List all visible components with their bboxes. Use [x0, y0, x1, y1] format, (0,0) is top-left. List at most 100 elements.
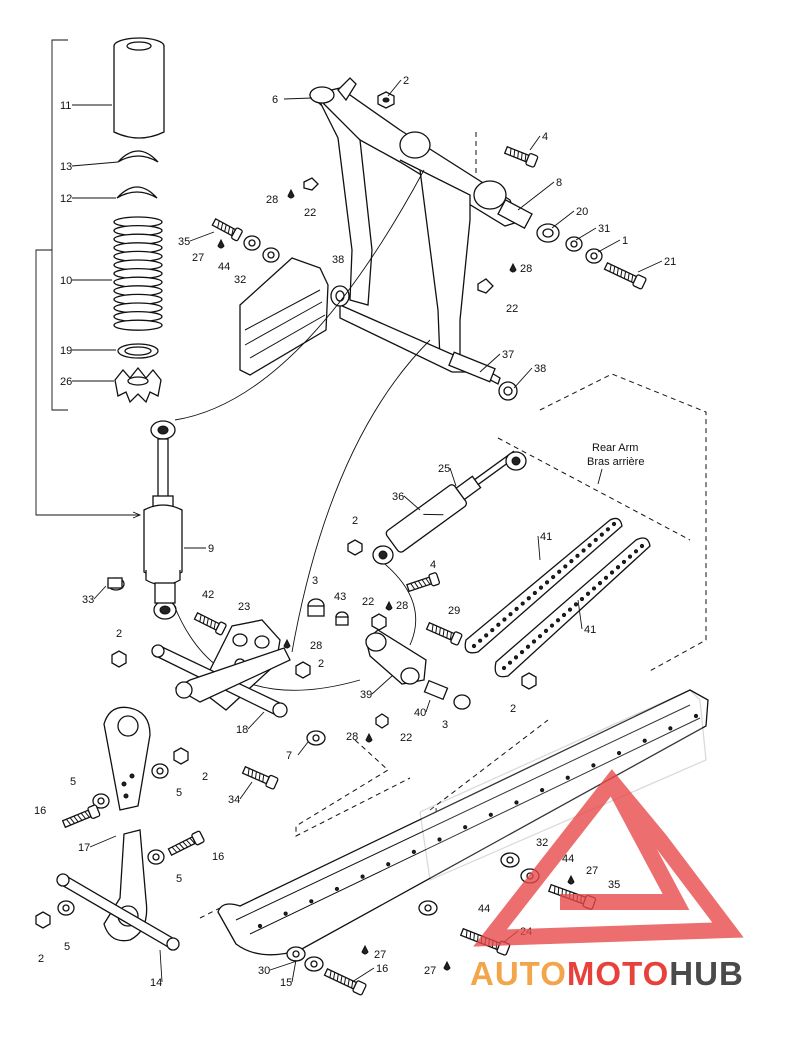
callout-c34: 34: [228, 794, 240, 806]
callout-c41b: 41: [584, 624, 596, 636]
callout-c44a: 44: [218, 261, 230, 273]
slide-rail: [217, 689, 709, 956]
callout-c13: 13: [60, 161, 72, 173]
spring-retainer-12: [116, 186, 158, 199]
callout-c22c: 22: [362, 596, 374, 608]
callout-c2g: 2: [38, 953, 44, 965]
callout-c38b: 38: [534, 363, 546, 375]
nut-2-idler-a: [173, 747, 189, 765]
rear-arm-caption-fr: Bras arrière: [587, 456, 644, 468]
callout-c22b: 22: [506, 303, 518, 315]
leader-c41b: [577, 599, 583, 630]
nut-2-lower-left: [111, 650, 127, 668]
washer-32b: [500, 852, 520, 868]
callout-c5a: 5: [70, 776, 76, 788]
bolt-16a: [61, 804, 101, 829]
callout-c5b: 5: [176, 787, 182, 799]
loctite-27a: [217, 238, 225, 249]
washer-30: [304, 956, 324, 972]
callout-c29: 29: [448, 605, 460, 617]
loctite-28c: [385, 600, 393, 611]
washer-7: [306, 730, 326, 746]
callout-c27a: 27: [192, 252, 204, 264]
bolt-42: [193, 611, 227, 636]
leader-c14: [159, 949, 163, 983]
shock-arrow: [132, 511, 142, 519]
nut-2-top: [377, 91, 395, 109]
callout-c28e: 28: [346, 731, 358, 743]
loctite-28d: [283, 638, 291, 649]
callout-c20: 20: [576, 206, 588, 218]
bushing-38b: [498, 381, 518, 401]
link-plate-41-upper: [464, 517, 623, 654]
washer-1: [585, 248, 603, 264]
grease-fitting-22d: [365, 713, 389, 743]
callout-c17: 17: [78, 842, 90, 854]
callout-c2f: 2: [202, 771, 208, 783]
callout-c25: 25: [438, 463, 450, 475]
leader-c30: [269, 959, 301, 971]
bolt-21: [603, 261, 647, 290]
callout-c16b: 16: [212, 851, 224, 863]
leader-c8: [517, 181, 555, 211]
watermark-logo: [473, 769, 744, 947]
leader-c18: [247, 711, 265, 730]
leader-c16c: [351, 967, 375, 983]
nut-2-shock: [347, 539, 363, 556]
leader-c34: [239, 781, 253, 800]
bushing-3a: [307, 598, 325, 617]
caption-leader: [597, 468, 603, 485]
loctite-27c: [443, 960, 451, 971]
leader-c1: [597, 239, 621, 253]
washer-5a: [92, 793, 110, 809]
washer-44c: [418, 900, 438, 916]
pivot-arm-39: [365, 629, 427, 685]
coil-spring: [113, 216, 163, 331]
callout-c27b: 27: [586, 865, 598, 877]
callout-c8: 8: [556, 177, 562, 189]
dash-b: [539, 373, 707, 673]
callout-c10: 10: [60, 275, 72, 287]
leader-c4a: [529, 135, 541, 151]
bolt-16b: [167, 830, 205, 857]
curve-leader-c: [379, 559, 417, 646]
spring-cover-sleeve: [113, 37, 165, 139]
leader-c7: [297, 741, 309, 756]
callout-c37: 37: [502, 349, 514, 361]
curve-leader-a: [174, 169, 425, 421]
callout-c16c: 16: [376, 963, 388, 975]
callout-c6: 6: [272, 94, 278, 106]
loctite-27d: [361, 944, 369, 955]
bushing-3b: [453, 694, 471, 710]
leader-c36: [403, 495, 421, 511]
rear-shock-absorber: [372, 450, 527, 565]
callout-c2a: 2: [116, 628, 122, 640]
callout-c7: 7: [286, 750, 292, 762]
spring-group-bracket: [51, 39, 68, 411]
axle-37: [448, 351, 496, 383]
rear-arm-caption-en: Rear Arm: [592, 442, 638, 454]
idler-axle-14: [56, 873, 180, 951]
callout-c2e: 2: [510, 703, 516, 715]
callout-c12: 12: [60, 193, 72, 205]
leader-c17: [89, 835, 117, 848]
callout-c18: 18: [236, 724, 248, 736]
front-arm-frame: [308, 77, 533, 385]
leader-c25: [449, 467, 457, 487]
leader-c2b: [387, 79, 402, 97]
callout-c30: 30: [258, 965, 270, 977]
dash-e: [429, 719, 549, 811]
washer-5b: [151, 763, 169, 779]
callout-labels: 1113121019269332624820311212822352744323…: [34, 75, 676, 989]
washer-44a: [243, 235, 261, 251]
callout-c2d: 2: [318, 658, 324, 670]
callout-c27d: 27: [374, 949, 386, 961]
bolt-35-top: [211, 218, 243, 242]
bushing-38a: [330, 285, 350, 307]
nut-2-idler-b: [35, 911, 51, 929]
adjuster-cam: [114, 366, 162, 404]
leader-c13: [71, 161, 119, 167]
callout-c3a: 3: [312, 575, 318, 587]
spring-seat-ring: [117, 343, 159, 359]
spring-to-shock-leader: [35, 249, 140, 516]
